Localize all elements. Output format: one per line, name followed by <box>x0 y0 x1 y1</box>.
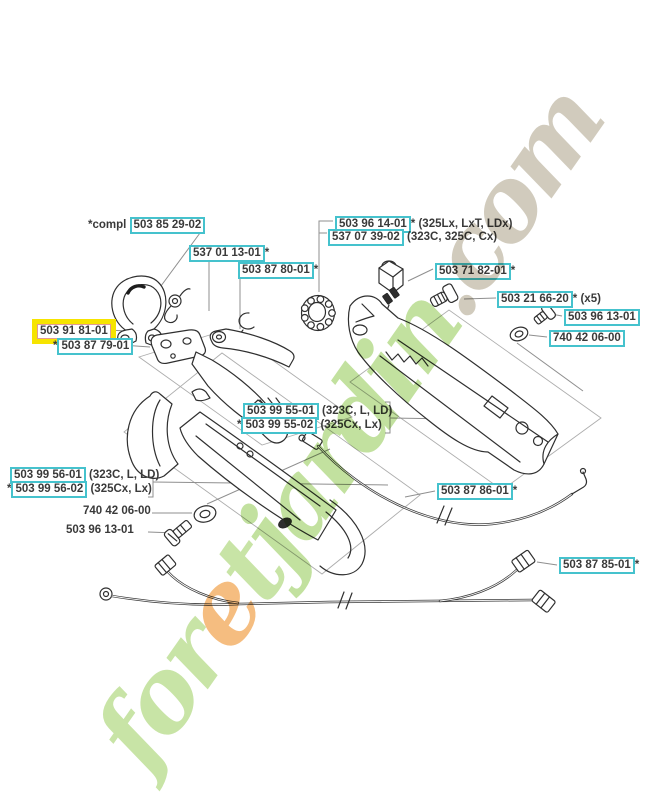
part-label-503-87-86-01: 503 87 86-01* <box>437 483 517 500</box>
upper-housing-drawing <box>347 295 559 475</box>
part-label-503-96-13-01-bottom: 503 96 13-01 <box>66 524 134 536</box>
washer-top-drawing <box>509 326 529 342</box>
part-label-537-07-39-02: 537 07 39-02 (323C, 325C, Cx) <box>328 229 497 246</box>
throttle-cable-drawing <box>298 431 588 526</box>
part-label-503-96-13-01-top: 503 96 13-01 <box>564 309 640 326</box>
part-label-503-87-85-01: 503 87 85-01* <box>559 557 639 574</box>
part-number[interactable]: 503 85 29-02 <box>129 217 206 234</box>
part-label-503-71-82-01: 503 71 82-01* <box>435 263 515 280</box>
part-label-503-85-29-02: *compl 503 85 29-02 <box>88 217 206 234</box>
part-label-503-99-56-01: 503 99 56-01 (323C, L, LD) <box>10 467 159 484</box>
torsion-spring-drawing <box>164 288 191 324</box>
label-prefix: *compl <box>88 219 130 231</box>
part-number[interactable]: 503 96 13-01 <box>564 309 640 326</box>
part-number[interactable]: 537 01 13-01 <box>189 245 265 262</box>
part-label-740-42-06-00-bottom: 740 42 06-00 <box>83 505 151 517</box>
part-label-503-99-56-02: *503 99 56-02 (325Cx, Lx) <box>7 481 152 498</box>
wire-harness-drawing <box>99 549 556 613</box>
part-number[interactable]: 503 99 55-02 <box>241 417 318 434</box>
part-label-503-96-14-01: 503 96 14-01* (325Lx, LxT, LDx) <box>335 216 512 233</box>
part-label-740-42-06-00-top: 740 42 06-00 <box>549 330 625 347</box>
part-number[interactable]: 503 87 85-01 <box>559 557 635 574</box>
adjuster-ring-drawing <box>300 294 336 332</box>
lockout-lever-drawing <box>209 328 295 368</box>
screw-bottom-drawing <box>163 519 193 547</box>
part-number[interactable]: 537 07 39-02 <box>328 229 404 246</box>
part-number[interactable]: 503 87 86-01 <box>437 483 513 500</box>
part-number[interactable]: 503 21 66-20 <box>497 291 573 308</box>
part-number[interactable]: 503 87 79-01 <box>57 338 134 355</box>
part-number[interactable]: 740 42 06-00 <box>549 330 625 347</box>
part-label-537-01-13-01: 537 01 13-01* <box>189 245 269 262</box>
lower-housing-drawing <box>126 388 366 576</box>
part-label-503-21-66-20: 503 21 66-20* (x5) <box>497 291 601 308</box>
part-number[interactable]: 503 99 56-02 <box>11 481 88 498</box>
part-number[interactable]: 503 71 82-01 <box>435 263 511 280</box>
part-label-503-91-81-01-highlighted: 503 91 81-01 <box>37 324 111 339</box>
washer-bottom-drawing <box>193 505 217 523</box>
screw-a-drawing <box>429 283 459 307</box>
screw-b-drawing <box>533 303 556 325</box>
part-number[interactable]: 503 87 80-01 <box>238 262 314 279</box>
part-label-503-87-79-01: *503 87 79-01 <box>53 338 134 355</box>
part-label-503-99-55-02: *503 99 55-02 (325Cx, Lx) <box>237 417 382 434</box>
part-label-503-87-80-01: 503 87 80-01* <box>238 262 318 279</box>
part-number-highlighted[interactable]: 503 91 81-01 <box>37 324 111 339</box>
